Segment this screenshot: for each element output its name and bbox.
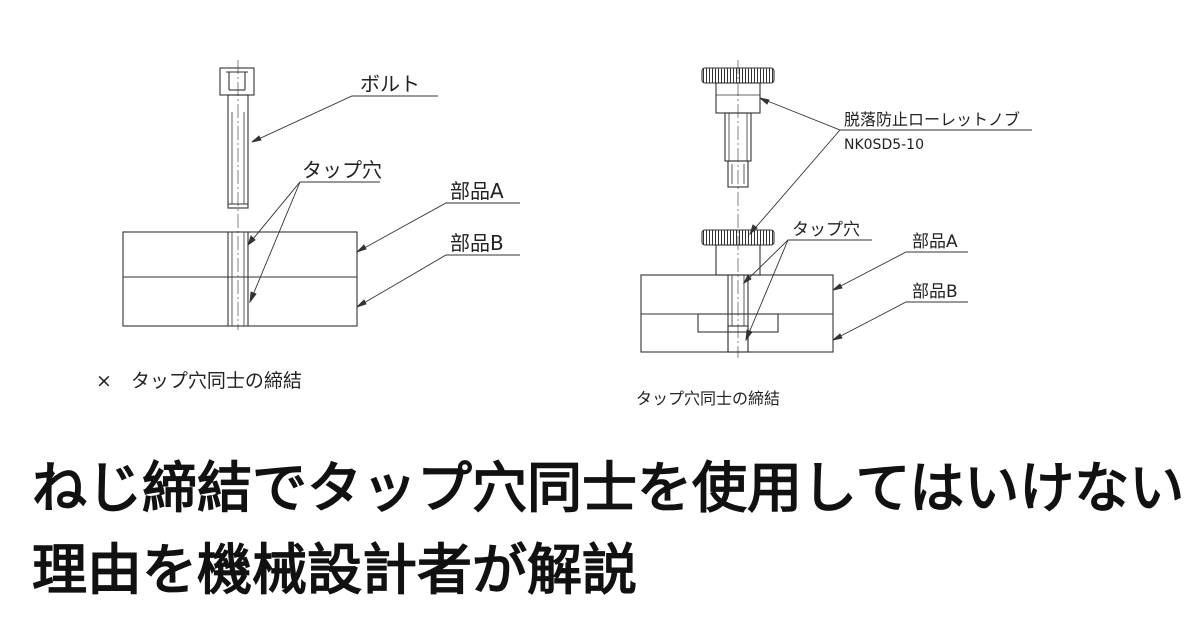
bolt-shape [219, 67, 255, 209]
right-blocks [640, 274, 834, 353]
left-figure [122, 60, 520, 330]
left-labels: ボルト タップ穴 部品A 部品B × タップ穴同士の締結 [96, 72, 504, 392]
left-part-b-label: 部品B [450, 231, 504, 255]
right-caption: タップ穴同士の締結 [636, 389, 780, 408]
technical-drawing: ボルト タップ穴 部品A 部品B × タップ穴同士の締結 [96, 60, 1032, 408]
left-leaders [247, 95, 520, 308]
left-tap-hole-label: タップ穴 [302, 158, 382, 182]
left-caption: × タップ穴同士の締結 [96, 370, 302, 392]
right-tap-hole-label: タップ穴 [792, 220, 860, 240]
right-knob-part-number: NK0SD5-10 [844, 137, 924, 153]
right-knob-label: 脱落防止ローレットノブ [844, 110, 1020, 129]
right-leaders [742, 97, 1032, 342]
title-line-1: ねじ締結でタップ穴同士を使用してはいけない [32, 456, 1185, 520]
left-part-a-label: 部品A [450, 179, 504, 203]
left-blocks [122, 231, 358, 327]
left-bolt-label: ボルト [360, 72, 420, 96]
right-labels: 脱落防止ローレットノブ NK0SD5-10 タップ穴 部品A 部品B タップ穴同… [636, 110, 1020, 408]
title-line-2: 理由を機械設計者が解説 [32, 538, 638, 602]
right-part-a-label: 部品A [912, 232, 958, 252]
right-figure [640, 60, 1032, 358]
right-part-b-label: 部品B [912, 282, 958, 302]
